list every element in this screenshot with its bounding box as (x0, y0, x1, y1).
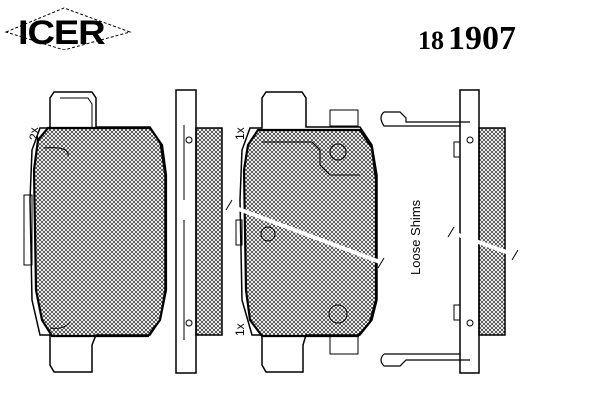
part-number-main: 1907 (448, 20, 516, 57)
inner-pad-side-view (453, 89, 506, 374)
inner-pad-front-view (235, 91, 378, 373)
shims-label: Loose Shims (408, 199, 423, 275)
break-marks (225, 199, 519, 269)
outer-pad-front-view (23, 91, 168, 373)
inner-pad-top-qty-label: 1x (233, 127, 247, 140)
logo-text: ICER (18, 14, 106, 52)
icer-logo: ICER (4, 6, 132, 50)
logo-diamond-icon (4, 7, 132, 50)
inner-pad-bottom-qty-label: 1x (233, 323, 247, 336)
loose-shim (380, 111, 470, 367)
break-lines (227, 203, 516, 264)
outer-pad-qty-label: 2x (27, 127, 41, 140)
outer-pad-side-view (175, 89, 223, 374)
part-number-prefix: 18 (418, 26, 444, 55)
